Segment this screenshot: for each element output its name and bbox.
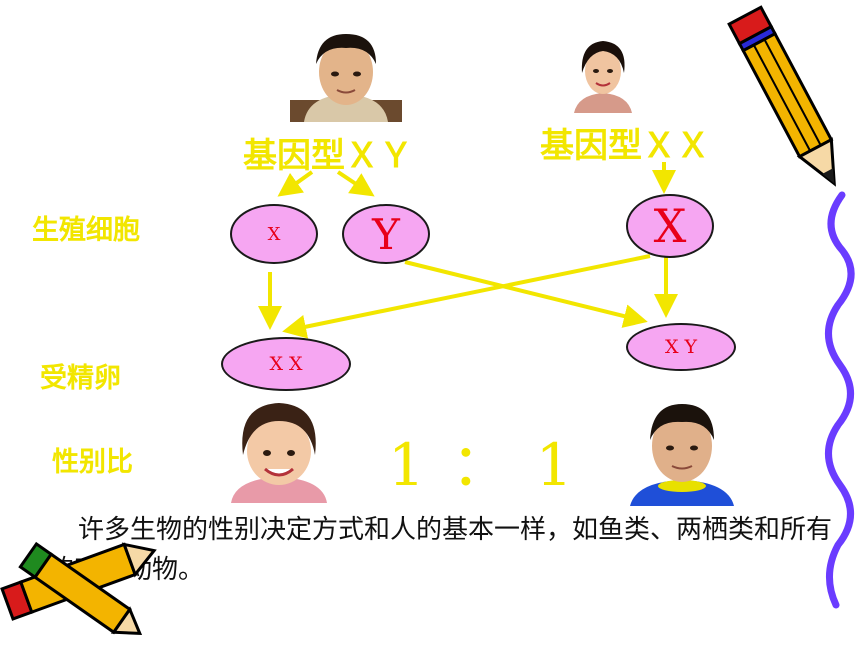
- mother-portrait: [568, 35, 638, 113]
- female-gamete-x-text: X: [653, 199, 687, 253]
- gametes-label: 生殖细胞: [32, 215, 140, 246]
- zygote-label: 受精卵: [40, 363, 121, 394]
- pencils-icon-bottom-left: [0, 541, 157, 636]
- zygote-xy-text: X Y: [664, 336, 698, 358]
- male-gamete-y: Y: [342, 204, 430, 264]
- wavy-line-decoration: [825, 191, 855, 609]
- female-genotype-label: 基因型ＸＸ: [540, 126, 710, 166]
- arrow-y-to-xy: [404, 260, 648, 328]
- zygote-xx: X X: [221, 337, 351, 391]
- son-portrait: [626, 400, 738, 506]
- male-gamete-x: X: [230, 204, 318, 264]
- male-gamete-y-text: Y: [372, 209, 400, 259]
- pencil-icon-top-right: [727, 5, 836, 187]
- father-portrait: [290, 30, 402, 122]
- male-gamete-x-text: X: [267, 223, 281, 245]
- arrow-female-x-to-xx: [282, 254, 651, 339]
- female-gamete-x: X: [626, 194, 714, 258]
- sex-ratio-label: 性别比: [52, 447, 133, 478]
- arrow-male-to-x: [277, 170, 314, 197]
- sex-ratio-value: 1 ： 1: [388, 431, 577, 499]
- arrow-male-to-y: [336, 170, 375, 197]
- zygote-xy: X Y: [626, 323, 736, 371]
- zygote-xx-text: X X: [269, 353, 303, 375]
- daughter-portrait: [225, 395, 333, 503]
- male-genotype-label: 基因型ＸＹ: [243, 136, 413, 176]
